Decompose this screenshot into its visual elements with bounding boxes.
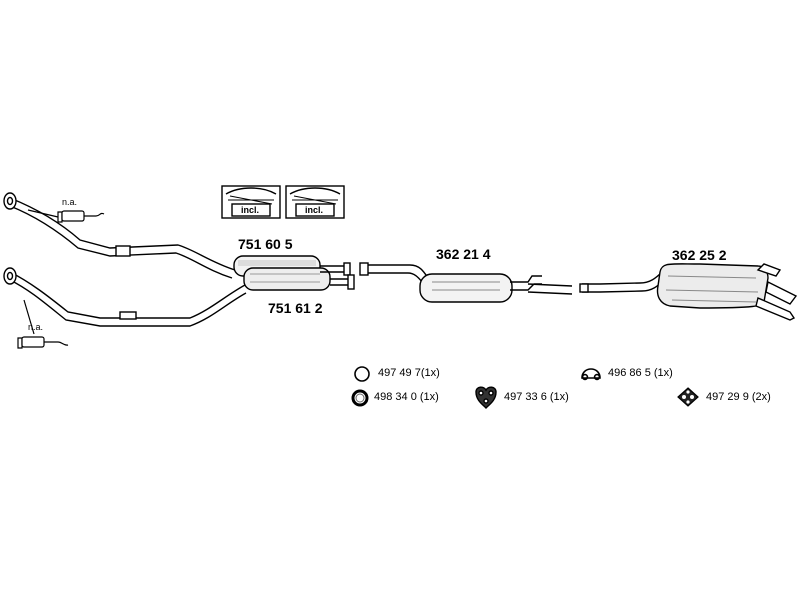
part-number-751612: 751 61 2 bbox=[268, 300, 323, 316]
incl-kit-1-icon bbox=[221, 185, 281, 219]
catalytic-converter-pair bbox=[233, 255, 355, 291]
front-pipe-upper bbox=[3, 192, 236, 279]
mount-part-ring: 497 49 7(1x) bbox=[378, 367, 440, 379]
mount-part-diamond: 497 29 9 (2x) bbox=[706, 391, 771, 403]
rubber-mount-icon bbox=[475, 386, 497, 409]
part-number-362214: 362 21 4 bbox=[436, 246, 491, 262]
rear-muffler bbox=[579, 263, 798, 321]
hanger-icon bbox=[581, 368, 601, 381]
part-number-751605: 751 60 5 bbox=[238, 236, 293, 252]
incl-label-2: incl. bbox=[305, 205, 324, 215]
part-number-362252: 362 25 2 bbox=[672, 247, 727, 263]
incl-kit-2-icon bbox=[285, 185, 345, 219]
mount-part-thick-ring: 498 34 0 (1x) bbox=[374, 391, 439, 403]
center-muffler bbox=[359, 262, 573, 303]
ring-icon bbox=[354, 366, 370, 382]
oxygen-sensor-bottom bbox=[17, 299, 69, 349]
thick-ring-icon bbox=[351, 389, 369, 407]
front-pipe-lower bbox=[3, 267, 247, 327]
mount-part-rubber: 497 33 6 (1x) bbox=[504, 391, 569, 403]
na-label-top: n.a. bbox=[62, 197, 78, 207]
na-label-bottom: n.a. bbox=[28, 322, 44, 332]
diamond-mount-icon bbox=[677, 387, 699, 407]
mount-part-hanger: 496 86 5 (1x) bbox=[608, 367, 673, 379]
oxygen-sensor-top bbox=[27, 209, 105, 223]
incl-label-1: incl. bbox=[241, 205, 260, 215]
